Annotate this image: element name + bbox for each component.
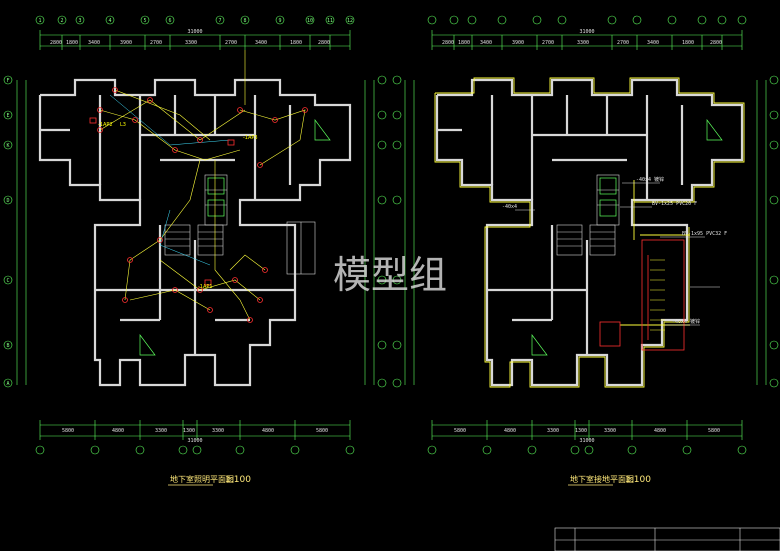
dim: 3400 bbox=[88, 40, 100, 46]
axis-label: 1 bbox=[38, 18, 41, 24]
axis-label: 9 bbox=[278, 18, 281, 24]
dim: 2800 bbox=[318, 40, 330, 46]
dim: 3300 bbox=[577, 40, 589, 46]
dim: 3400 bbox=[647, 40, 659, 46]
left-fixtures bbox=[89, 87, 308, 323]
right-bottom-dims: 5800 4800 3300 1300 3300 4800 5800 bbox=[454, 428, 720, 434]
dim: 2700 bbox=[150, 40, 162, 46]
dim: 3400 bbox=[480, 40, 492, 46]
conductor-label: -40x4 镀锌 bbox=[636, 176, 664, 183]
left-top-axis-labels: 1 2 3 4 5 6 7 8 9 10 11 12 bbox=[38, 18, 353, 24]
dim: 1300 bbox=[575, 428, 587, 434]
panel-label: -1AP3 bbox=[243, 135, 258, 141]
axis-label: F bbox=[6, 78, 9, 84]
axis-label: 7 bbox=[218, 18, 221, 24]
right-plan-title: 地下室接地平面图 bbox=[570, 474, 634, 484]
dim: 3400 bbox=[255, 40, 267, 46]
axis-label: K bbox=[6, 143, 9, 149]
left-bottom-total-dim: 31000 bbox=[187, 438, 202, 444]
left-walls bbox=[38, 78, 352, 387]
axis-label: 3 bbox=[78, 18, 81, 24]
left-wiring bbox=[99, 50, 306, 321]
dim: 3300 bbox=[604, 428, 616, 434]
left-floor-plan: 31000 2800 1800 3400 3900 2700 3300 2700… bbox=[3, 15, 387, 486]
conductor-label: -40x4 镀锌 bbox=[672, 318, 700, 325]
axis-label: 11 bbox=[327, 18, 333, 24]
dim: 1800 bbox=[66, 40, 78, 46]
left-top-dims: 2800 1800 3400 3900 2700 3300 2700 3400 … bbox=[50, 40, 330, 46]
grounding-loop bbox=[434, 77, 745, 388]
dim: 5800 bbox=[454, 428, 466, 434]
axis-label: 10 bbox=[307, 18, 313, 24]
dim: 3900 bbox=[512, 40, 524, 46]
dim: 3300 bbox=[185, 40, 197, 46]
axis-label: C bbox=[6, 278, 9, 284]
panel-label: -1AP1 bbox=[198, 284, 213, 290]
dim: 2800 bbox=[710, 40, 722, 46]
left-plan-title: 地下室照明平面图 bbox=[170, 474, 234, 484]
dim: 3900 bbox=[120, 40, 132, 46]
dim: 1800 bbox=[682, 40, 694, 46]
axis-label: 2 bbox=[60, 18, 63, 24]
axis-label: A bbox=[6, 381, 9, 387]
dim: 5800 bbox=[316, 428, 328, 434]
conductor-label: BV-1x95 PVC32 F bbox=[682, 231, 727, 237]
dim: 1800 bbox=[290, 40, 302, 46]
axis-label: B bbox=[6, 343, 9, 349]
distribution-room bbox=[599, 239, 685, 351]
left-side-axis-labels: F E K D C B A bbox=[6, 78, 9, 387]
dim: 2800 bbox=[50, 40, 62, 46]
conductor-label: BV-1x25 PVC20 F bbox=[652, 201, 697, 207]
axis-label: D bbox=[6, 198, 9, 204]
dim: 1300 bbox=[183, 428, 195, 434]
dim: 3300 bbox=[547, 428, 559, 434]
axis-label: 5 bbox=[143, 18, 146, 24]
dim: 3300 bbox=[155, 428, 167, 434]
axis-label: 12 bbox=[347, 18, 353, 24]
dim: 4800 bbox=[504, 428, 516, 434]
axis-label: 4 bbox=[108, 18, 111, 24]
conductor-label: -40x4 bbox=[502, 204, 517, 210]
left-plan-scale: 1:100 bbox=[225, 475, 251, 485]
axis-label: E bbox=[6, 113, 9, 119]
panel-label: -1AP2 bbox=[98, 122, 113, 128]
dim: 2700 bbox=[542, 40, 554, 46]
right-bottom-total-dim: 31000 bbox=[579, 438, 594, 444]
left-top-total-dim: 31000 bbox=[187, 29, 202, 35]
dim: 4800 bbox=[654, 428, 666, 434]
dim: 5800 bbox=[708, 428, 720, 434]
right-floor-plan: 31000 2800 1800 3400 3900 2700 3300 2700… bbox=[392, 15, 779, 486]
left-bottom-dims: 5800 4800 3300 1300 3300 4800 5800 bbox=[62, 428, 328, 434]
dim: 4800 bbox=[262, 428, 274, 434]
dim: 2800 bbox=[442, 40, 454, 46]
dim: 2700 bbox=[617, 40, 629, 46]
watermark: 模型组 bbox=[333, 253, 447, 297]
dim: 1800 bbox=[458, 40, 470, 46]
right-plan-scale: 1:100 bbox=[625, 475, 651, 485]
circuit-label: L3 bbox=[120, 122, 126, 128]
right-top-dims: 2800 1800 3400 3900 2700 3300 2700 3400 … bbox=[442, 40, 722, 46]
axis-label: 6 bbox=[168, 18, 171, 24]
dim: 5800 bbox=[62, 428, 74, 434]
dim: 3300 bbox=[212, 428, 224, 434]
title-block bbox=[554, 527, 780, 551]
dim: 4800 bbox=[112, 428, 124, 434]
right-walls bbox=[435, 78, 744, 387]
axis-label: 8 bbox=[243, 18, 246, 24]
right-top-total-dim: 31000 bbox=[579, 29, 594, 35]
dim: 2700 bbox=[225, 40, 237, 46]
